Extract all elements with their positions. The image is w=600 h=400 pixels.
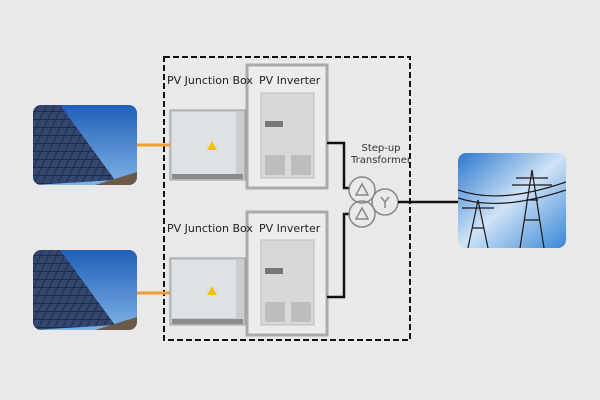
solar-panel-image-1 bbox=[33, 105, 137, 185]
junction-box-label-2: PV Junction Box bbox=[167, 222, 253, 235]
solar-panel-image-2 bbox=[33, 250, 137, 330]
inverter-image-1 bbox=[245, 63, 329, 190]
transformer-symbol bbox=[348, 176, 399, 228]
ac-line-1 bbox=[327, 141, 350, 190]
junction-box-image-1 bbox=[169, 109, 246, 181]
transformer-label: Step-up Transformer bbox=[346, 143, 416, 167]
inverter-image-2 bbox=[245, 210, 329, 337]
inverter-label-2: PV Inverter bbox=[259, 222, 321, 235]
junction-box-label-1: PV Junction Box bbox=[167, 74, 253, 87]
junction-box-image-2 bbox=[169, 257, 246, 326]
ac-line-2 bbox=[327, 212, 350, 299]
inverter-label-1: PV Inverter bbox=[259, 74, 321, 87]
transformer-label-line2: Transformer bbox=[350, 155, 411, 166]
transformer-label-line1: Step-up bbox=[361, 143, 401, 154]
system-boundary bbox=[163, 56, 411, 341]
power-grid-tower-image bbox=[458, 153, 566, 248]
